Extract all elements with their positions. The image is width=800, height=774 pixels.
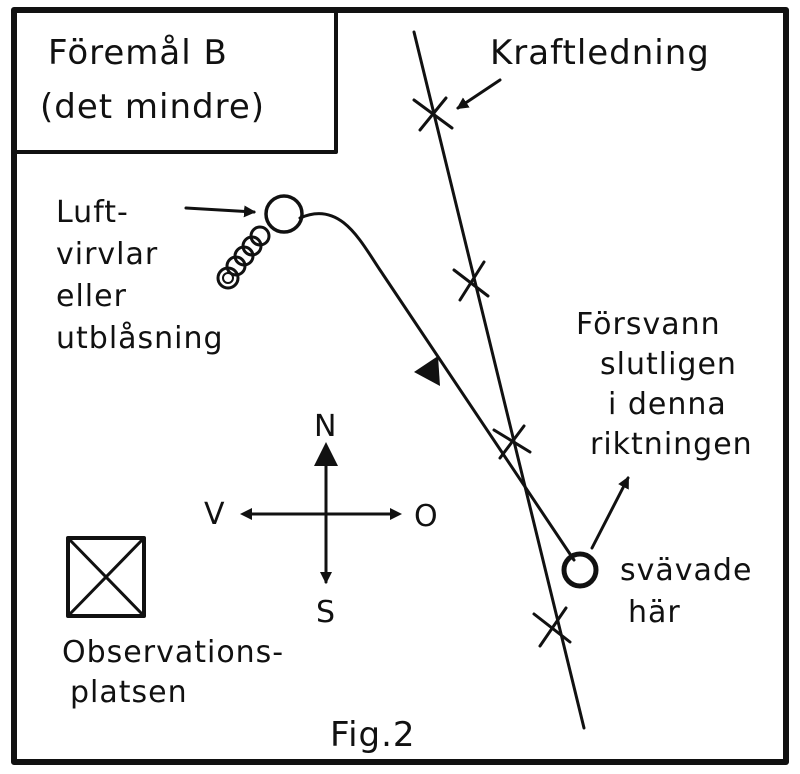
object-start-circle	[264, 194, 304, 234]
compass-south-label: S	[316, 595, 336, 630]
disappeared-line-3: i denna	[608, 387, 727, 422]
compass-rose: N S V O	[204, 409, 439, 630]
air-vortex-line-4: utblåsning	[56, 321, 224, 356]
power-line-marker-2	[452, 260, 490, 302]
object-flight-path	[298, 212, 576, 562]
title-line-2: (det mindre)	[40, 87, 265, 127]
compass-north-label: N	[314, 409, 337, 444]
disappeared-line-1: Försvann	[576, 307, 721, 342]
hovered-label: svävade här	[620, 553, 752, 630]
observation-site-line-1: Observations-	[62, 635, 284, 670]
air-vortex-label: Luft- virvlar eller utblåsning	[56, 195, 224, 356]
observation-site-line-2: platsen	[70, 675, 188, 710]
air-vortex-line-1: Luft-	[56, 195, 129, 230]
hovered-line-1: svävade	[620, 553, 752, 588]
object-hover-circle	[561, 551, 599, 589]
air-vortex-pointer-arrow	[184, 205, 256, 218]
compass-east-label: O	[414, 499, 439, 534]
air-vortex-puffs	[216, 225, 271, 290]
power-line-marker-4	[532, 606, 572, 648]
power-line-marker-1	[412, 96, 454, 132]
disappeared-label: Försvann slutligen i denna riktningen	[576, 307, 753, 462]
disappear-direction-arrow	[590, 476, 630, 550]
disappeared-line-2: slutligen	[600, 347, 737, 382]
power-line	[412, 30, 586, 730]
path-direction-arrow	[414, 356, 440, 386]
figure-caption: Fig.2	[330, 715, 416, 755]
compass-south-arrow	[320, 572, 332, 584]
hovered-line-2: här	[628, 595, 681, 630]
power-line-label: Kraftledning	[490, 33, 710, 73]
observation-site-label: Observations- platsen	[62, 635, 284, 710]
title-box: Föremål B (det mindre)	[12, 8, 338, 154]
air-vortex-line-3: eller	[56, 279, 127, 314]
disappeared-line-4: riktningen	[590, 427, 753, 462]
outer-frame	[11, 7, 789, 765]
compass-north-arrow	[314, 442, 338, 466]
compass-west-label: V	[204, 497, 226, 532]
compass-east-arrow	[390, 508, 402, 520]
air-vortex-line-2: virvlar	[56, 237, 158, 272]
title-line-1: Föremål B	[48, 33, 228, 73]
power-line-pointer-arrow	[456, 78, 502, 110]
observation-site-symbol	[66, 536, 146, 618]
compass-west-arrow	[240, 508, 252, 520]
